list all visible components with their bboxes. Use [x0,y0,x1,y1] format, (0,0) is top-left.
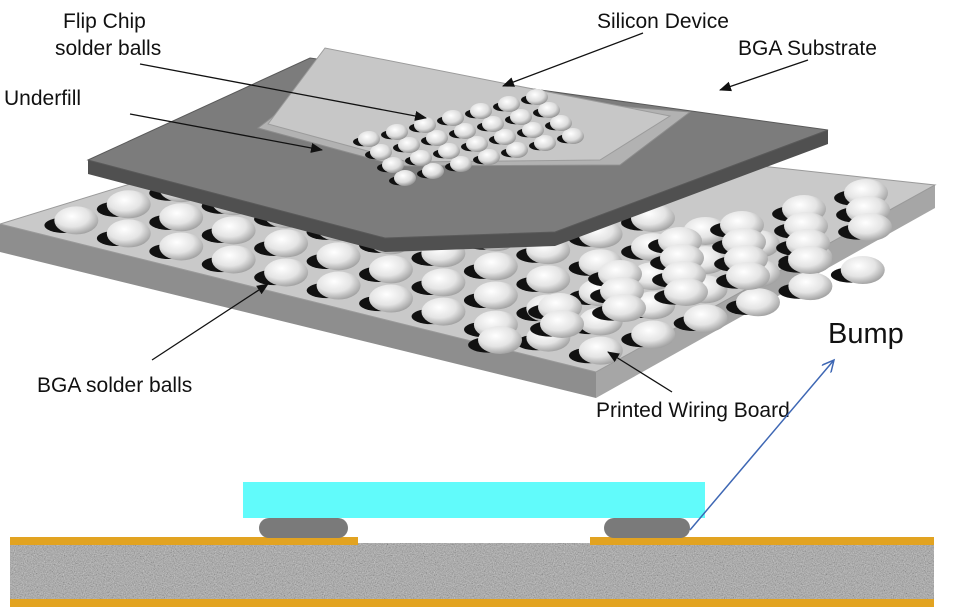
bga-solder-ball [317,272,361,300]
bga-solder-ball [212,216,256,244]
flip-chip-solder-ball [422,163,444,179]
bottom-copper-layer [10,599,934,607]
flip-chip-solder-ball [466,136,488,152]
flip-chip-solder-ball [562,128,584,144]
flip-chip-solder-ball [358,131,380,147]
right-pad [590,537,934,545]
flip-chip-solder-ball [482,116,504,132]
flip-chip-solder-ball [510,109,532,125]
bga-solder-ball [474,281,518,309]
bga-solder-ball [631,321,675,349]
bga-solder-ball [602,294,646,322]
flip-chip-solder-ball [522,122,544,138]
bga-solder-ball [159,232,203,260]
bga-solder-ball [159,203,203,231]
label-printed-wiring-board: Printed Wiring Board [596,399,790,422]
bga-solder-ball [788,272,832,300]
flip-chip-solder-ball [410,150,432,166]
flip-chip-solder-ball [506,142,528,158]
flip-chip-solder-ball [454,123,476,139]
flip-chip-solder-ball [438,143,460,159]
bga-solder-ball [726,262,770,290]
bga-solder-ball [579,337,623,365]
board-core-texture [10,543,934,599]
flip-chip-solder-ball [414,117,436,133]
bga-solder-ball [421,268,465,296]
bga-solder-ball [317,242,361,270]
flip-chip-solder-ball [442,110,464,126]
bga-solder-ball [474,252,518,280]
left-pad [10,537,358,545]
flip-chip-solder-ball [398,137,420,153]
bga-solder-ball [540,310,584,338]
flip-chip-solder-ball [382,157,404,173]
bga-solder-ball [369,285,413,313]
bga-solder-ball [848,213,892,241]
flip-chip-solder-ball [498,96,520,112]
bga-solder-ball [107,190,151,218]
label-bga-solder-balls: BGA solder balls [37,374,192,397]
flip-chip-solder-ball [534,135,556,151]
bga-solder-ball [684,304,728,332]
bga-solder-ball [369,255,413,283]
right-bump [604,518,690,538]
bga-solder-ball [841,256,885,284]
flip-chip-solder-ball [470,103,492,119]
bga-solder-ball [54,206,98,234]
bga-solder-ball [664,278,708,306]
die [243,482,705,518]
bga-solder-ball [526,265,570,293]
flip-chip-solder-ball [538,102,560,118]
label-silicon-device: Silicon Device [597,10,729,33]
label-bump: Bump [828,318,904,350]
bga-solder-ball [788,246,832,274]
flip-chip-solder-ball [478,149,500,165]
flip-chip-solder-ball [550,115,572,131]
flip-chip-solder-ball [370,144,392,160]
flip-chip-solder-ball [494,129,516,145]
label-flip-chip-line1: Flip Chip [63,10,146,33]
label-flip-chip-line2: solder balls [55,37,161,60]
bga-solder-ball [478,326,522,354]
bump-arrow [690,360,834,530]
flip-chip-solder-ball [426,130,448,146]
bga-solder-ball [212,245,256,273]
label-underfill: Underfill [4,87,81,110]
left-bump [259,518,348,538]
bga-solder-ball [421,298,465,326]
bga-solder-ball [264,258,308,286]
flip-chip-solder-ball [386,124,408,140]
bga-solder-ball [264,229,308,257]
flip-chip-solder-ball [526,89,548,105]
flip-chip-solder-ball [450,156,472,172]
cross-section [10,360,934,607]
flip-chip-solder-ball [394,170,416,186]
label-bga-substrate: BGA Substrate [738,37,877,60]
bga-solder-ball [107,219,151,247]
bga-substrate-leader [720,60,808,90]
bga-solder-ball [736,288,780,316]
silicon-device-leader [503,33,643,86]
